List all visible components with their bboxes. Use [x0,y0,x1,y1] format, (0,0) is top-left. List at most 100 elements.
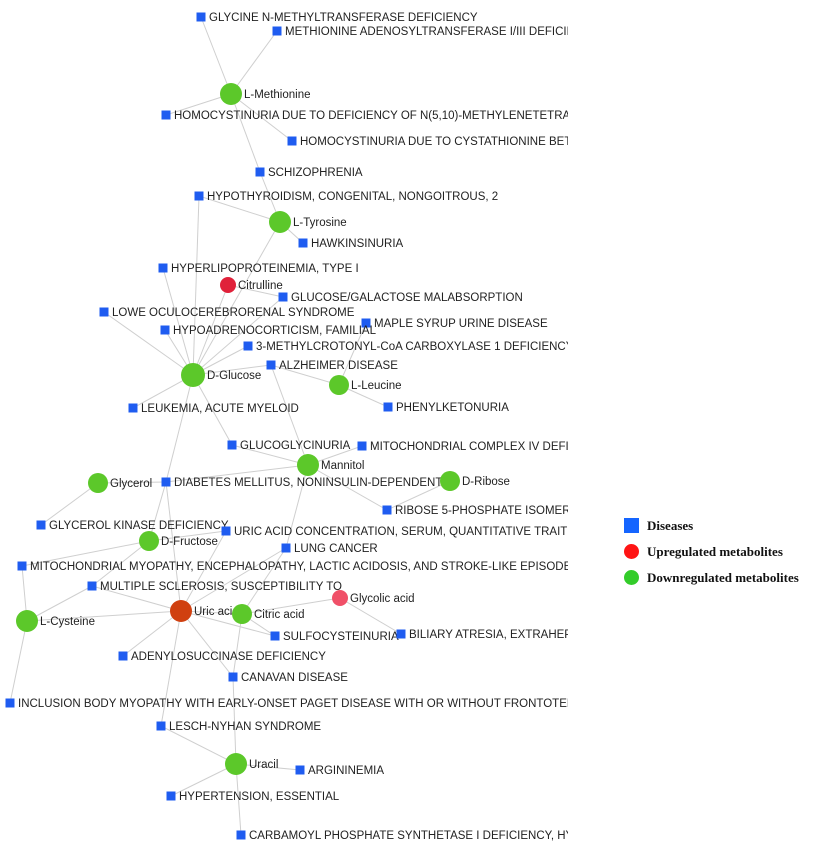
node-ggm: GLUCOSE/GALACTOSE MALABSORPTION [278,292,523,304]
edge-glc-dm2 [165,374,194,483]
downregulated-metabolite-marker [88,473,108,493]
edge-uric-canavan [180,610,234,678]
edge-uric-lnesch [160,610,182,727]
edge-cys-uric [26,610,182,622]
node-uric: Uric acid [170,600,239,622]
node-label: DIABETES MELLITUS, NONINSULIN-DEPENDENT [174,477,442,489]
disease-marker [160,325,170,335]
node-leuk: LEUKEMIA, ACUTE MYELOID [128,403,299,415]
node-gnmt: GLYCINE N-METHYLTRANSFERASE DEFICIENCY [196,12,478,24]
edge-cys-ibm [9,620,28,704]
downregulated-metabolite-marker [139,531,159,551]
node-label: Glycerol [110,478,152,490]
edge-ura-htn [170,763,237,797]
downregulated-metabolite-marker [16,610,38,632]
edge-glyc-dm2 [97,481,167,484]
node-tyr: L-Tyrosine [269,211,347,233]
disease-marker [243,341,253,351]
node-label: LUNG CANCER [294,543,378,555]
node-label: D-Fructose [161,536,218,548]
node-rib: D-Ribose [440,471,510,491]
node-leu: L-Leucine [329,375,402,395]
disease-square-icon [624,518,639,533]
node-label: L-Cysteine [40,616,95,628]
legend-label-upregulated: Upregulated metabolites [647,544,783,559]
downregulated-circle-icon [624,570,639,585]
node-label: Citrulline [238,280,283,292]
node-label: MITOCHONDRIAL MYOPATHY, ENCEPHALOPATHY, … [30,561,579,573]
downregulated-metabolite-marker [297,454,319,476]
edge-mat-met [230,30,278,95]
downregulated-metabolite-marker [232,604,252,624]
disease-marker [5,698,15,708]
node-mat: METHIONINE ADENOSYLTRANSFERASE I/III DEF… [272,26,568,38]
node-label: D-Ribose [462,476,510,488]
node-uaconc: URIC ACID CONCENTRATION, SERUM, QUANTITA… [221,526,610,538]
edge-hlp-glc [162,267,194,376]
node-hlp: HYPERLIPOPROTEINEMIA, TYPE I [158,263,359,275]
disease-marker [166,791,176,801]
edge-uric-uaconc [180,530,227,612]
edge-mann-glcgly [231,444,309,466]
edge-dm2-fru [148,481,167,542]
edge-alz-glc [192,364,272,376]
edge-uric-sulfo [180,610,276,637]
node-label: HOMOCYSTINURIA DUE TO DEFICIENCY OF N(5,… [174,110,612,122]
edge-ura-cps [235,763,242,836]
node-hawk: HAWKINSINURIA [298,238,404,250]
edge-uric-lung [180,547,287,612]
node-label: GLUCOGLYCINURIA [240,440,351,452]
edge-dm2-uric [165,481,182,612]
disease-marker [298,238,308,248]
node-label: RIBOSE 5-PHOSPHATE ISOMERAS [395,505,586,517]
edge-mann-r5p [307,464,388,511]
node-glc: D-Glucose [181,363,261,387]
node-ms: MULTIPLE SCLEROSIS, SUSCEPTIBILITY TO [87,581,342,593]
legend: Diseases Upregulated metabolites Downreg… [622,514,835,592]
node-label: MAPLE SYRUP URINE DISEASE [374,318,548,330]
disease-marker [357,441,367,451]
node-dm2: DIABETES MELLITUS, NONINSULIN-DEPENDENT [161,477,442,489]
disease-marker [161,110,171,120]
downregulated-metabolite-marker [220,83,242,105]
edge-rib-r5p [386,480,451,511]
node-mann: Mannitol [297,454,364,476]
upregulated-metabolite-marker [220,277,236,293]
edge-lowe-glc [103,311,194,376]
node-citr: Citrulline [220,277,283,293]
node-lnesch: LESCH-NYHAN SYNDROME [156,721,321,733]
downregulated-metabolite-marker [440,471,460,491]
edge-met-hcy2 [230,93,293,142]
disease-marker [281,543,291,553]
node-msud: MAPLE SYRUP URINE DISEASE [361,318,548,330]
edge-glc-ggm [192,296,284,376]
legend-item-downregulated: Downregulated metabolites [622,566,835,592]
disease-marker [17,561,27,571]
node-lowe: LOWE OCULOCEREBRORENAL SYNDROME [99,307,355,319]
node-label: URIC ACID CONCENTRATION, SERUM, QUANTITA… [234,526,610,538]
node-ura: Uracil [225,753,278,775]
edge-alz-leu [270,364,340,386]
node-label: L-Leucine [351,380,402,392]
downregulated-metabolite-marker [269,211,291,233]
node-layer: GLYCINE N-METHYLTRANSFERASE DEFICIENCY ME… [5,12,635,842]
disease-marker [228,672,238,682]
edge-alz-mann [270,364,309,466]
node-schiz: SCHIZOPHRENIA [255,167,363,179]
node-label: Glycolic acid [350,593,415,605]
edge-fru-ms [91,540,150,587]
upregulated-metabolite-marker [332,590,348,606]
edge-mann-lung [285,464,309,549]
node-label: BILIARY ATRESIA, EXTRAHEPATI [409,629,588,641]
node-melas: MITOCHONDRIAL MYOPATHY, ENCEPHALOPATHY, … [17,561,579,573]
node-label: MITOCHONDRIAL COMPLEX IV DEFICIEI [370,441,591,453]
node-label: ADENYLOSUCCINASE DEFICIENCY [131,651,326,663]
node-label: LOWE OCULOCEREBRORENAL SYNDROME [112,307,355,319]
node-label: INCLUSION BODY MYOPATHY WITH EARLY-ONSET… [18,698,635,710]
edge-met-schiz [230,93,261,173]
node-label: HYPOTHYROIDISM, CONGENITAL, NONGOITROUS,… [207,191,498,203]
node-ibm: INCLUSION BODY MYOPATHY WITH EARLY-ONSET… [5,698,635,710]
edge-uric-adsl [122,610,182,657]
